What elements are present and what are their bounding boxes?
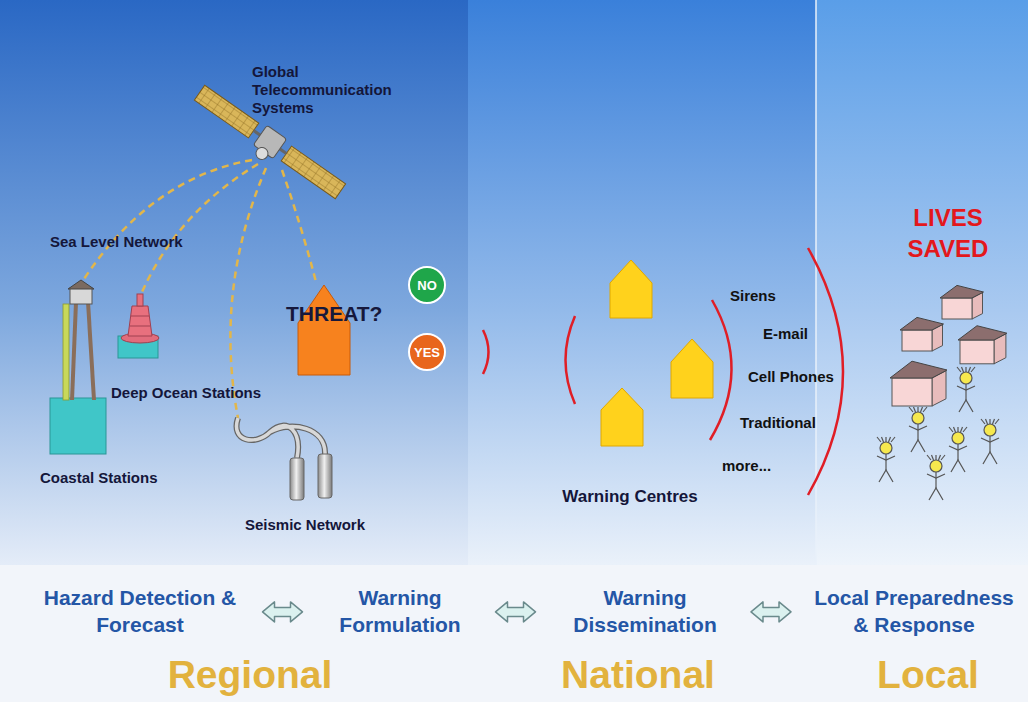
community (877, 285, 1007, 500)
double-arrow (263, 602, 303, 622)
channel-label: more... (722, 457, 771, 475)
house-front (942, 298, 972, 319)
house (890, 361, 947, 406)
network-label: Sea Level Network (50, 233, 183, 251)
house-front (960, 340, 994, 364)
solar-panel (194, 85, 258, 138)
person-figure (949, 427, 967, 472)
telemetry-links (82, 160, 316, 418)
house (900, 317, 944, 351)
stage-text: Local Preparedness & Response (808, 585, 1020, 639)
person-figure (927, 455, 945, 500)
double-arrow (751, 602, 791, 622)
sensor-cylinder (318, 454, 332, 498)
decision-text: NO (417, 278, 437, 293)
station-base (50, 398, 106, 454)
link-line (82, 160, 252, 282)
decision-circle: NO (408, 266, 446, 304)
house-front (902, 330, 932, 351)
satellite-dish (254, 145, 271, 162)
stage-label: Warning Formulation (325, 585, 475, 639)
decision-text: YES (414, 345, 440, 360)
centre-house (601, 388, 643, 446)
tower-leg (72, 302, 76, 400)
centre-label: Warning Centres (562, 487, 697, 507)
satellite-label: Global Telecommunication Systems (252, 63, 417, 117)
house-shape (298, 285, 350, 375)
link-line (142, 164, 258, 292)
link-line (230, 168, 266, 418)
warning-waves (483, 248, 843, 495)
buoy-tower (128, 306, 152, 336)
channel-label: Sirens (730, 287, 776, 305)
sensor-cylinder (290, 458, 304, 500)
stage-text: Warning Dissemination (556, 585, 734, 639)
hut-roof (68, 280, 94, 289)
buoy-strut (130, 316, 150, 326)
house-roof (940, 285, 984, 298)
house-roof (958, 326, 1007, 340)
coastal-station (50, 280, 106, 454)
level-label: National (561, 652, 715, 699)
channel-label: Traditional (740, 414, 816, 432)
channel-label: E-mail (763, 325, 808, 343)
stage-label: Warning Dissemination (556, 585, 734, 639)
level-label: Regional (168, 652, 333, 699)
local-panel (816, 0, 1028, 565)
stage-text: Hazard Detection & Forecast (40, 585, 240, 639)
stage-text: Warning Formulation (325, 585, 475, 639)
footer-band (0, 565, 1028, 702)
station-label: Coastal Stations (40, 469, 158, 487)
network-label: Seismic Network (245, 516, 365, 534)
sensor-cable (237, 418, 326, 458)
decision-circle: YES (408, 333, 446, 371)
deep-ocean-buoy (118, 294, 159, 358)
warning-centres (601, 260, 713, 446)
house (940, 285, 984, 319)
person-figure (877, 437, 895, 482)
station-hut (70, 288, 92, 304)
centre-house (610, 260, 652, 318)
house-front (892, 378, 932, 406)
national-panel (468, 0, 816, 565)
regional-panel (0, 0, 468, 565)
tide-gauge (63, 304, 69, 400)
link-line (282, 170, 316, 282)
house (958, 326, 1007, 364)
person-figure (957, 367, 975, 412)
seismic-sensor (237, 418, 332, 500)
solar-panel (281, 146, 345, 199)
person-figure (981, 419, 999, 464)
sensor-cable (237, 418, 326, 458)
buoy-mast (137, 294, 143, 306)
outcome-heading: LIVES SAVED (888, 202, 1008, 264)
person-figure (909, 407, 927, 452)
centre-house (671, 339, 713, 398)
station-label: Deep Ocean Stations (111, 384, 261, 402)
threat-text: THREAT? (286, 302, 382, 326)
stage-label: Local Preparedness & Response (808, 585, 1020, 639)
stage-label: Hazard Detection & Forecast (40, 585, 240, 639)
house-outline (284, 283, 398, 377)
double-arrow (496, 602, 536, 622)
house-roof (890, 361, 947, 378)
wave-arc (566, 316, 576, 404)
level-label: Local (877, 652, 979, 699)
wave-arc (483, 330, 489, 374)
channel-label: Cell Phones (748, 368, 834, 386)
house-roof (900, 317, 944, 330)
tower-leg (88, 302, 94, 400)
threat-house: THREAT? (284, 283, 398, 377)
